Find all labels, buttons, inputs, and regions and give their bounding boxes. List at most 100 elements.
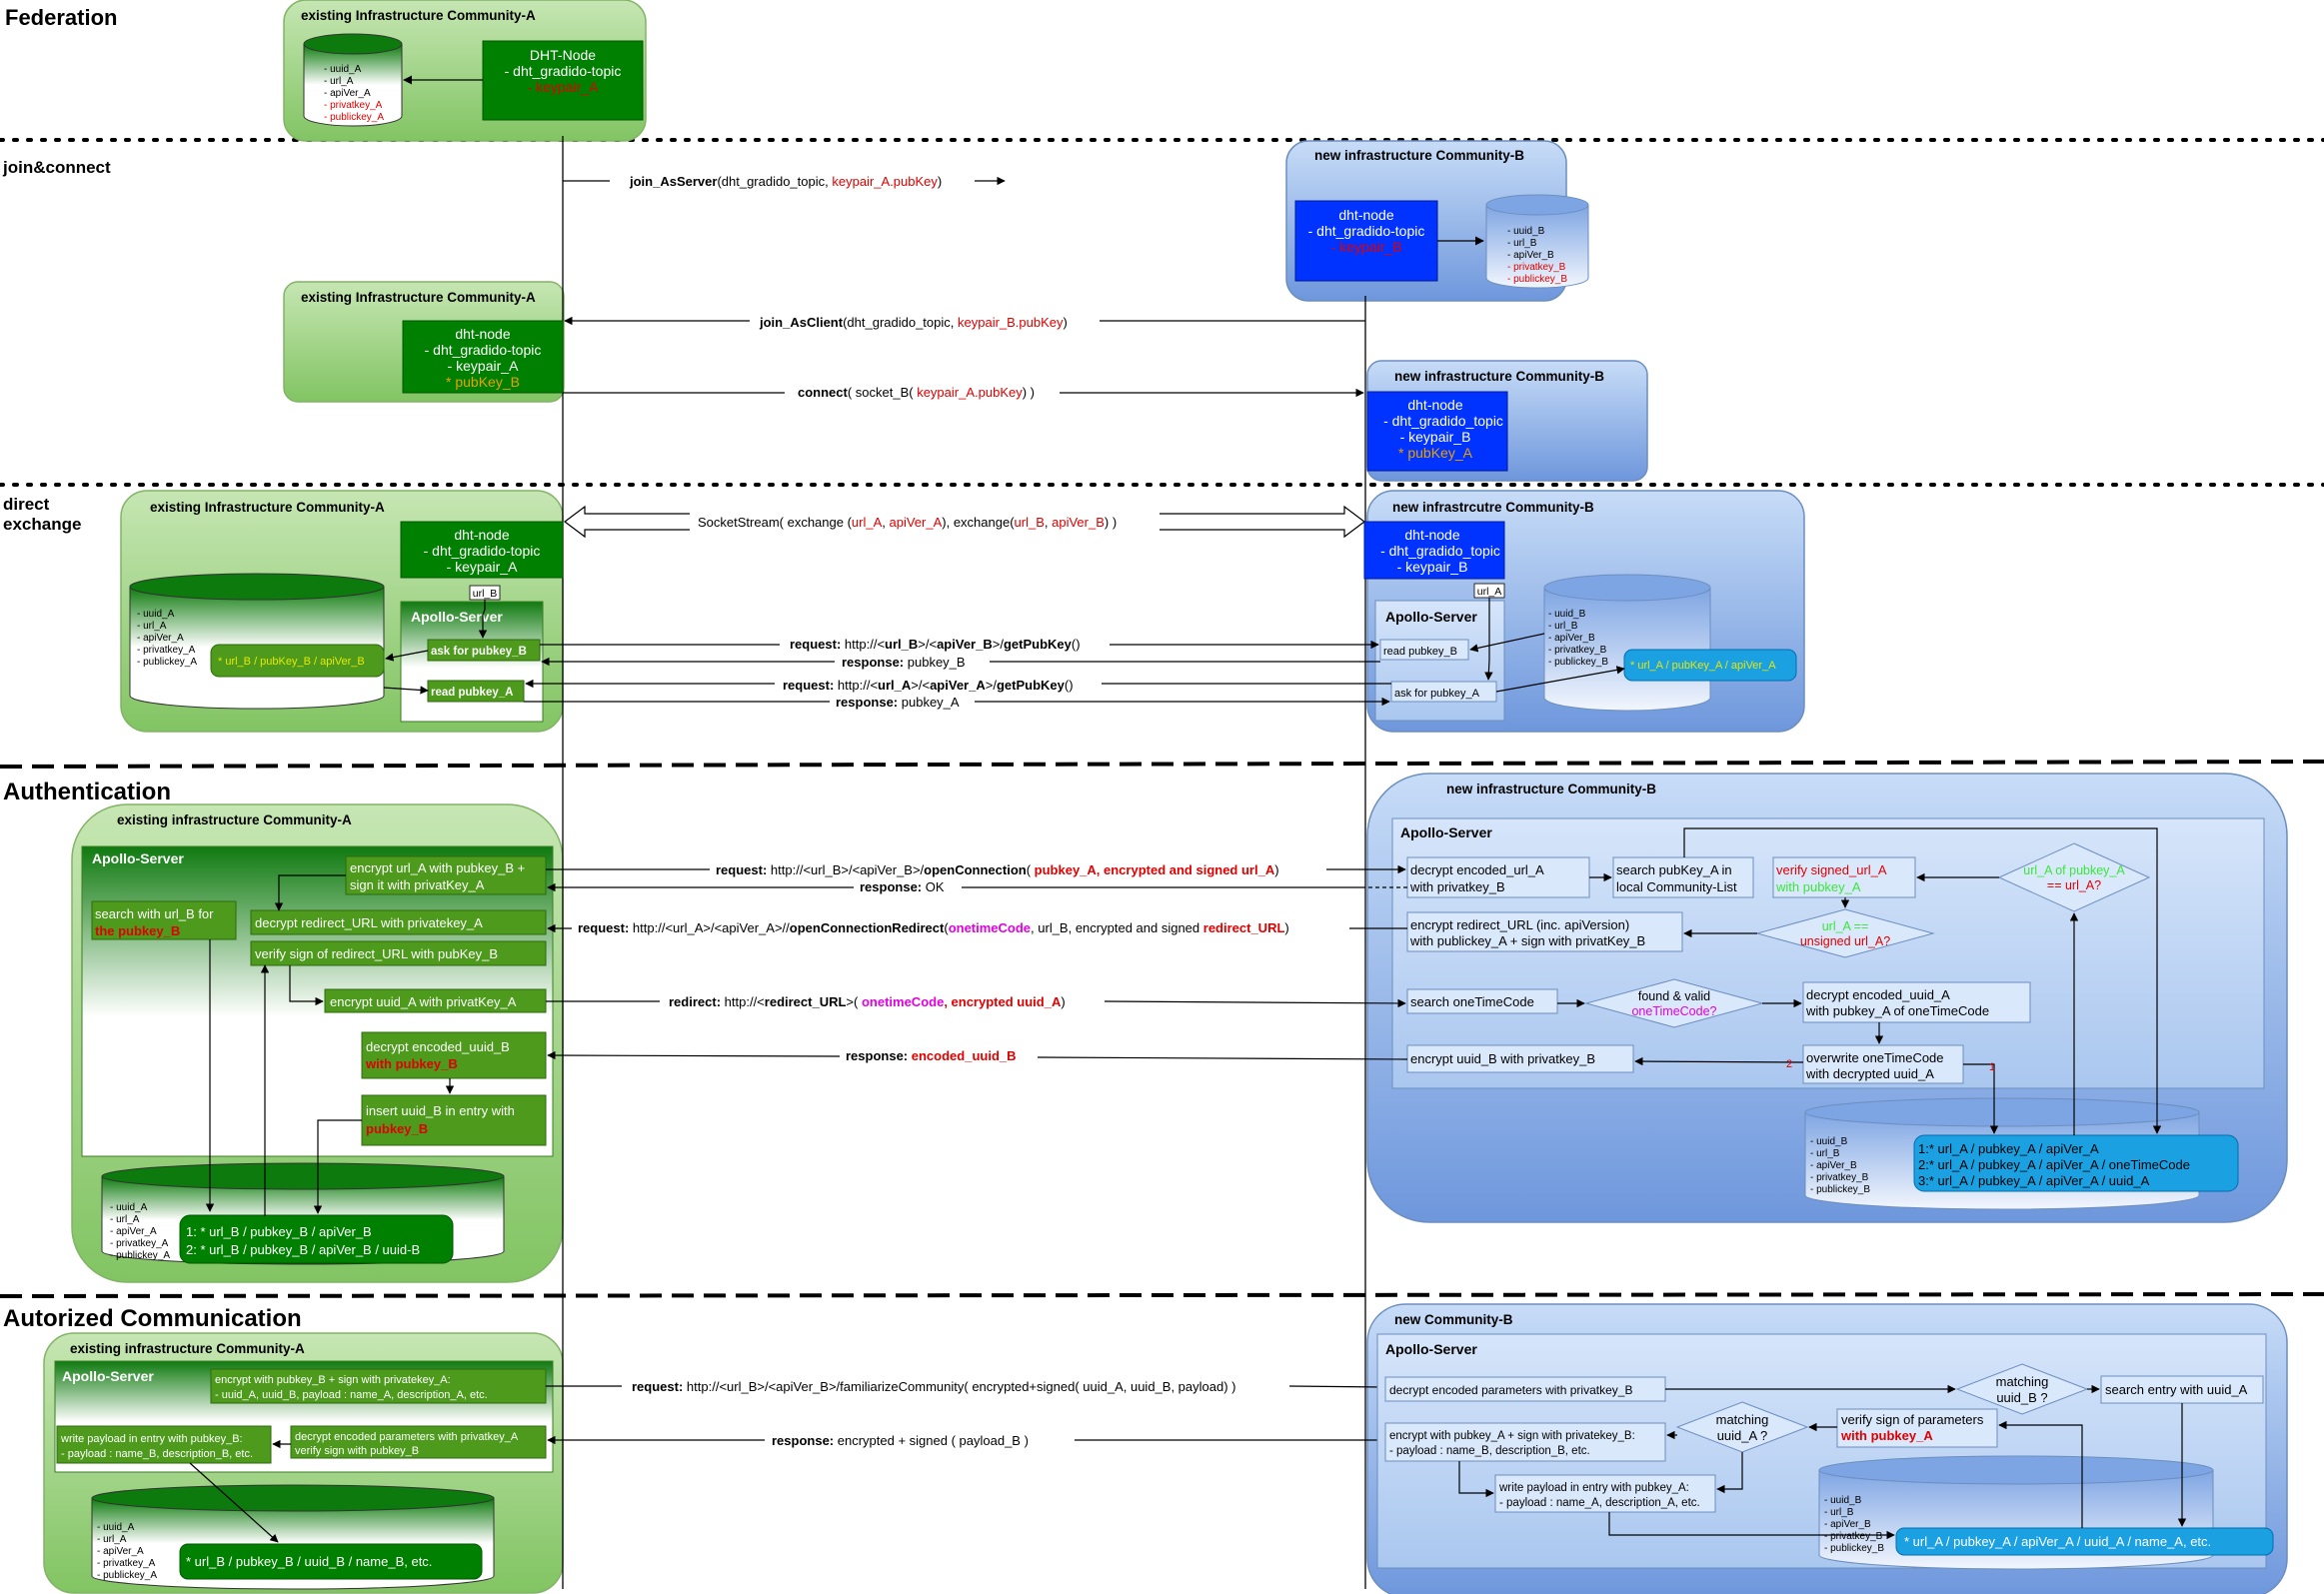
svg-text:dht-node: dht-node	[1338, 207, 1393, 223]
svg-text:- payload : name_B, descriptio: - payload : name_B, description_B, etc.	[1389, 1445, 1590, 1457]
svg-text:- keypair_B: - keypair_B	[1400, 429, 1471, 445]
community-b-title: new infrastructure Community-B	[1394, 369, 1604, 384]
read-pubkey-b-step	[1379, 639, 1469, 661]
svg-text:encrypt redirect_URL (inc. api: encrypt redirect_URL (inc. apiVersion)	[1410, 917, 1629, 932]
svg-text:- apiVer_A: - apiVer_A	[137, 633, 184, 644]
svg-text:matching: matching	[1716, 1412, 1769, 1427]
svg-text:- uuid_A: - uuid_A	[97, 1522, 135, 1533]
svg-text:- payload : name_A, descriptio: - payload : name_A, description_A, etc.	[1499, 1497, 1700, 1509]
svg-text:== url_A?: == url_A?	[2047, 878, 2101, 892]
svg-text:- apiVer_B: - apiVer_B	[1548, 633, 1595, 644]
branch-2: 2	[1786, 1058, 1792, 1070]
section-federation: Federation	[5, 5, 117, 30]
msg-connect: connect( socket_B( keypair_A.pubKey) )	[798, 385, 1035, 400]
svg-text:- apiVer_A: - apiVer_A	[324, 88, 371, 99]
svg-text:encrypt with pubkey_B + sign w: encrypt with pubkey_B + sign with privat…	[215, 1374, 451, 1386]
svg-text:- uuid_A: - uuid_A	[137, 609, 175, 620]
db-a-direct: - uuid_A - url_A - apiVer_A - privatkey_…	[129, 573, 385, 710]
msg-request-getpubkey-a: request: http://<url_A>/<apiVer_A>/getPu…	[783, 678, 1074, 693]
svg-text:- url_A: - url_A	[137, 621, 167, 632]
b-ac-encrypt-step	[1384, 1422, 1666, 1462]
svg-text:- privatkey_A: - privatkey_A	[137, 645, 196, 656]
dht-node-a-direct	[400, 521, 564, 579]
svg-text:encrypt url_A with pubkey_B +: encrypt url_A with pubkey_B +	[350, 860, 525, 875]
msg-socket-stream: SocketStream( exchange (url_A, apiVer_A)…	[698, 515, 1117, 530]
a-ac-decrypt-step	[290, 1425, 547, 1459]
entry-a-direct	[210, 644, 385, 678]
svg-text:decrypt encoded_url_A: decrypt encoded_url_A	[1410, 862, 1544, 877]
svg-text:- url_A: - url_A	[97, 1534, 127, 1545]
svg-text:read pubkey_B: read pubkey_B	[1383, 646, 1457, 658]
svg-text:3:* url_A / pubkey_A / apiVer_: 3:* url_A / pubkey_A / apiVer_A / uuid_A	[1918, 1173, 2150, 1188]
svg-text:search pubKey_A in: search pubKey_A in	[1616, 862, 1732, 877]
svg-text:- apiVer_B: - apiVer_B	[1824, 1519, 1871, 1530]
svg-text:* url_B / pubkey_B / uuid_B /: * url_B / pubkey_B / uuid_B / name_B, et…	[186, 1554, 432, 1569]
svg-text:- publickey_B: - publickey_B	[1507, 274, 1567, 285]
community-b-title: new infrastructure Community-B	[1446, 782, 1656, 797]
tag-url-b: url_B	[473, 588, 498, 600]
svg-text:Apollo-Server: Apollo-Server	[1385, 609, 1477, 625]
b-overwrite-otc-step	[1802, 1044, 1964, 1084]
ask-pubkey-b-step	[427, 639, 541, 662]
svg-text:* pubKey_B: * pubKey_B	[446, 374, 520, 390]
section-authentication: Authentication	[3, 779, 171, 805]
b-ac-decision-uuid-b	[1955, 1363, 2089, 1415]
b-ac-decrypt-step	[1384, 1376, 1666, 1402]
b-search-pubkey-step	[1612, 856, 1754, 898]
svg-text:verify sign of parameters: verify sign of parameters	[1841, 1412, 1984, 1427]
svg-text:Apollo-Server: Apollo-Server	[92, 850, 184, 866]
svg-text:2:* url_A / pubkey_A / apiVer_: 2:* url_A / pubkey_A / apiVer_A / oneTim…	[1918, 1157, 2190, 1172]
svg-text:pubkey_B: pubkey_B	[366, 1121, 428, 1136]
svg-text:- url_B: - url_B	[1824, 1507, 1854, 1518]
svg-text:- keypair_B: - keypair_B	[1397, 559, 1468, 575]
a-verify-redirect-step	[250, 940, 547, 966]
dht-node-a-keypair: - keypair_A	[528, 79, 599, 95]
community-b-title: new infrastructure Community-B	[1314, 148, 1524, 163]
svg-text:- dht_gradido_topic: - dht_gradido_topic	[1383, 413, 1503, 429]
b-decision-unsigned	[1755, 908, 1935, 958]
svg-text:- url_A: - url_A	[110, 1214, 140, 1225]
svg-text:url_A ==: url_A ==	[1822, 919, 1869, 933]
dht-node-b-connect	[1366, 391, 1508, 472]
svg-text:- url_B: - url_B	[1548, 621, 1578, 632]
community-a-title: existing Infrastructure Community-A	[301, 290, 536, 305]
svg-text:with pubkey_A: with pubkey_A	[1840, 1428, 1933, 1443]
svg-text:- apiVer_A: - apiVer_A	[97, 1546, 144, 1557]
svg-text:decrypt encoded parameters wit: decrypt encoded parameters with privatke…	[1389, 1383, 1632, 1397]
svg-text:- privatkey_A: - privatkey_A	[97, 1558, 156, 1569]
msg-request-open-connection: request: http://<url_B>/<apiVer_B>/openC…	[716, 862, 1279, 877]
svg-text:ask for pubkey_A: ask for pubkey_A	[1394, 688, 1480, 700]
svg-text:- url_A: - url_A	[324, 76, 354, 87]
svg-text:- uuid_B: - uuid_B	[1548, 609, 1586, 620]
svg-text:- url_B: - url_B	[1507, 238, 1537, 249]
a-ac-encrypt-step	[210, 1368, 547, 1404]
svg-text:- payload : name_B, descriptio: - payload : name_B, description_B, etc.	[61, 1448, 253, 1460]
dht-node-a-join	[402, 320, 564, 394]
msg-response-ok: response: OK	[860, 879, 945, 894]
svg-text:- dht_gradido-topic: - dht_gradido-topic	[1308, 223, 1425, 239]
db-a-federation: - uuid_A - url_A - apiVer_A - privatkey_…	[303, 33, 403, 127]
svg-text:local Community-List: local Community-List	[1616, 879, 1737, 894]
b-encrypt-redirect-step	[1406, 911, 1683, 952]
b-decision-url-match	[1997, 842, 2151, 912]
svg-text:with pubkey_B: with pubkey_B	[365, 1056, 458, 1071]
a-insert-uuid-step	[361, 1094, 547, 1146]
svg-text:with privatkey_B: with privatkey_B	[1409, 879, 1505, 894]
a-encrypt-url-step	[345, 855, 547, 895]
svg-text:with pubkey_A: with pubkey_A	[1775, 879, 1861, 894]
svg-text:write payload in entry with pu: write payload in entry with pubkey_A:	[1498, 1482, 1689, 1494]
svg-text:2: * url_B / pubkey_B / apiVer: 2: * url_B / pubkey_B / apiVer_B / uuid-…	[186, 1242, 420, 1257]
svg-text:sign it with privatKey_A: sign it with privatKey_A	[350, 877, 485, 892]
svg-text:uuid_A ?: uuid_A ?	[1717, 1428, 1768, 1443]
svg-text:unsigned url_A?: unsigned url_A?	[1800, 934, 1890, 948]
a-decrypt-uuid-step	[361, 1031, 547, 1079]
svg-text:* url_A / pubkey_A / apiVer_A: * url_A / pubkey_A / apiVer_A / uuid_A /…	[1904, 1534, 2211, 1549]
section-exchange: exchange	[3, 515, 81, 534]
svg-text:with publickey_A + sign with p: with publickey_A + sign with privatKey_B	[1409, 933, 1645, 948]
b-verify-url-step	[1772, 856, 1916, 898]
svg-text:ask for pubkey_B: ask for pubkey_B	[431, 646, 527, 658]
svg-text:decrypt encoded parameters wit: decrypt encoded parameters with privatke…	[295, 1431, 519, 1443]
section-authorized: Autorized Communication	[3, 1305, 302, 1332]
svg-text:Apollo-Server: Apollo-Server	[1400, 824, 1492, 840]
